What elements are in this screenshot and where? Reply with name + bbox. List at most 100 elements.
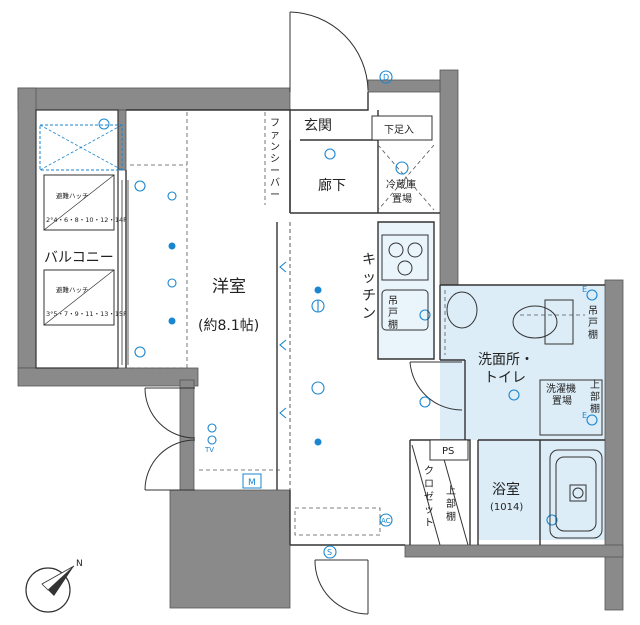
outlet-bath: [546, 514, 558, 526]
svg-text:ー: ー: [270, 166, 280, 177]
hatch-2-title: 避難ハッチ: [56, 285, 89, 294]
svg-text:キ: キ: [362, 252, 376, 268]
filled-lights: [168, 242, 322, 446]
meter-symbol: M: [248, 478, 256, 488]
interior-walls: [125, 92, 605, 546]
toilet-tank: [544, 299, 574, 345]
upper-shelf-closet-label: 上 部 棚: [446, 485, 456, 523]
svg-text:棚: 棚: [590, 402, 600, 415]
cupboard-kitchen-label: 吊 戸 棚: [388, 295, 398, 331]
svg-text:フ: フ: [270, 118, 280, 129]
svg-text:ゼ: ゼ: [424, 491, 434, 503]
closet-label: ク ロ ゼ ッ ト: [424, 465, 434, 529]
washroom-label-2: トイレ: [484, 370, 526, 386]
svg-text:部: 部: [446, 497, 456, 510]
entrance-label: 玄関: [304, 117, 332, 134]
bathroom-size: (1014): [490, 502, 523, 513]
balcony: [35, 109, 129, 369]
svg-text:上: 上: [590, 379, 600, 391]
structural-walls: [17, 69, 624, 611]
washer-label-2: 置場: [552, 394, 572, 407]
fixture-d: [379, 70, 393, 84]
ceiling-light-3: [311, 381, 325, 395]
toilet: [512, 305, 558, 339]
kitchen-label: キ ッ チ ン: [362, 252, 376, 322]
svg-text:部: 部: [590, 390, 600, 403]
svg-text:ト: ト: [424, 518, 434, 529]
svg-text:ー: ー: [270, 190, 280, 201]
door-d-symbol: D: [383, 73, 389, 82]
fan-sieve-label: フ ァ ン シ ー バ ー: [270, 118, 280, 201]
e-mark-1: E: [582, 285, 587, 294]
washroom-label-1: 洗面所・: [478, 352, 534, 368]
doors: [144, 11, 469, 615]
outlet-right-2: [586, 414, 598, 426]
fixture-s-bottom: [323, 545, 337, 559]
kitchen-stove: [381, 234, 429, 331]
washroom-area: [440, 285, 605, 440]
outlet-right: [586, 289, 598, 301]
aircon-symbol: AC: [381, 517, 391, 525]
meter-box: [242, 473, 262, 489]
hatch-2-floors: 3°5・7・9・11・13・15F: [46, 310, 127, 318]
electrical-fixtures: [134, 70, 598, 559]
svg-text:戸: 戸: [588, 317, 598, 329]
hatch-1-title: 避難ハッチ: [56, 191, 89, 200]
shoe-box-label: 下足入: [384, 124, 414, 136]
upper-shelf-side-label: 上 部 棚: [590, 379, 600, 415]
fixture-ac: [379, 513, 393, 527]
svg-text:シ: シ: [270, 154, 280, 165]
compass: N: [25, 559, 83, 613]
pipe-space-box: [429, 439, 469, 461]
svg-text:ァ: ァ: [270, 130, 280, 141]
washer-label-1: 洗濯機: [546, 382, 576, 395]
svg-text:ン: ン: [362, 306, 376, 322]
cupboard-toilet-label: 吊 戸 棚: [588, 305, 598, 341]
washroom-fixtures: [446, 291, 603, 436]
ceiling-light-1: [167, 191, 177, 201]
western-room-size: (約8.1帖): [198, 318, 259, 334]
switch-s-symbol: S: [327, 548, 332, 557]
bathroom-fixtures: [549, 449, 603, 539]
svg-text:ロ: ロ: [424, 479, 434, 490]
shoe-box-frame: [371, 115, 433, 141]
hallway-label: 廊下: [318, 177, 346, 194]
svg-text:ッ: ッ: [362, 270, 376, 286]
washbasin: [446, 291, 478, 329]
fixture-tv-1: [207, 423, 217, 433]
svg-text:ッ: ッ: [424, 505, 434, 516]
bathtub: [549, 449, 603, 539]
compass-north-label: N: [76, 559, 83, 569]
svg-text:棚: 棚: [588, 328, 598, 341]
compass-arrow-icon: [48, 566, 74, 596]
svg-text:棚: 棚: [388, 318, 398, 331]
svg-text:バ: バ: [270, 177, 280, 189]
outlet-closet: [419, 396, 431, 408]
svg-text:ク: ク: [424, 465, 434, 477]
hatch-1-floors: 2°4・6・8・10・12・14F: [46, 216, 127, 224]
balcony-label: バルコニー: [44, 250, 114, 266]
e-mark-2: E: [582, 411, 587, 420]
bathroom-label: 浴室: [492, 481, 520, 498]
svg-text:吊: 吊: [588, 305, 598, 317]
outlet-hall: [395, 161, 409, 175]
svg-text:チ: チ: [362, 288, 376, 304]
western-room-label: 洋室: [212, 277, 246, 297]
svg-text:吊: 吊: [388, 295, 398, 307]
washer-box: [539, 379, 603, 436]
outlet-room: [134, 346, 146, 358]
svg-text:上: 上: [446, 485, 456, 497]
outlet-kitchen: [419, 309, 431, 321]
svg-text:戸: 戸: [388, 307, 398, 319]
fixture-tv-2: [207, 435, 217, 445]
pipe-space-label: PS: [442, 446, 454, 457]
tv-symbol: TV: [204, 446, 214, 454]
svg-text:棚: 棚: [446, 510, 456, 523]
svg-text:ン: ン: [270, 142, 280, 153]
fridge-label-1: 冷蔵庫: [386, 178, 416, 191]
outlet-entry: [324, 148, 336, 160]
fridge-label-2: 置場: [392, 192, 412, 205]
ceiling-light-2: [167, 278, 177, 288]
outlet-balcony: [134, 180, 146, 192]
